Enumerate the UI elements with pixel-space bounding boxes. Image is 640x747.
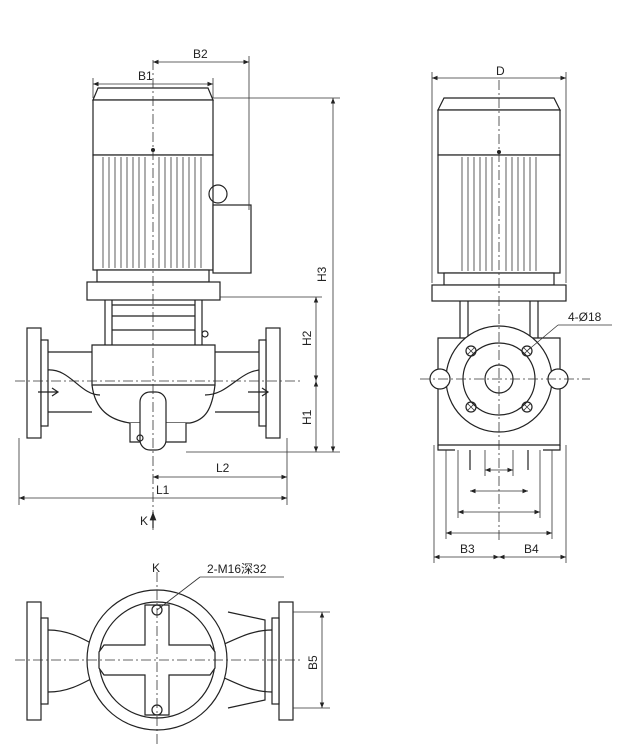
motor-cooling-fins — [102, 157, 202, 268]
top-view — [15, 572, 300, 745]
side-view — [420, 80, 590, 540]
label-b4: B4 — [524, 542, 539, 556]
front-view — [15, 60, 300, 530]
label-l1: L1 — [156, 483, 170, 497]
label-b1: B1 — [138, 69, 153, 83]
side-motor-fins — [461, 157, 537, 271]
top-dimensions — [156, 576, 330, 709]
bolt-holes — [465, 345, 533, 413]
side-dimensions — [431, 72, 612, 563]
label-b2: B2 — [193, 47, 208, 61]
label-thread: 2-M16深32 — [207, 562, 267, 576]
label-l2: L2 — [216, 461, 230, 475]
label-d: D — [496, 64, 505, 78]
label-b5: B5 — [306, 655, 320, 670]
label-h1: H1 — [300, 409, 314, 425]
label-k-front: K — [140, 514, 148, 528]
label-h2: H2 — [300, 330, 314, 346]
label-bolt-holes: 4-Ø18 — [568, 310, 602, 324]
front-dimensions — [18, 56, 340, 528]
label-b3: B3 — [460, 542, 475, 556]
label-h3: H3 — [315, 266, 329, 282]
label-k-top: K — [152, 561, 160, 575]
